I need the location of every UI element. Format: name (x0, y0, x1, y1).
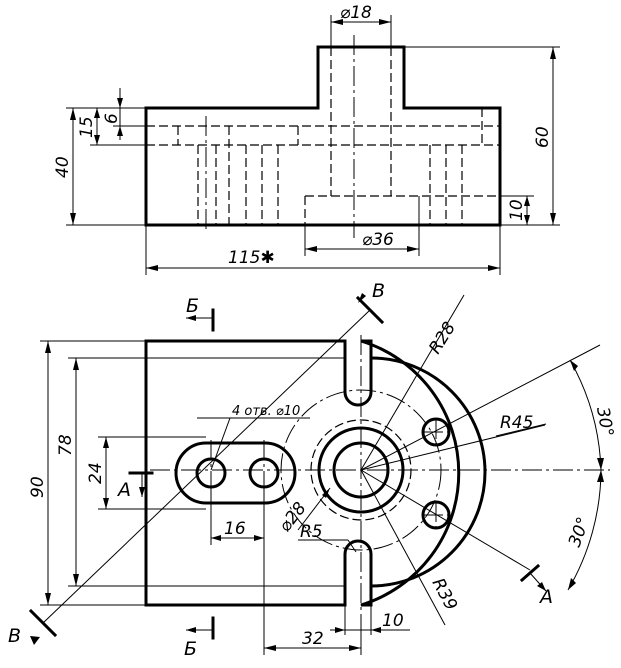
front-view: ⌀18 60 40 15 6 (53, 3, 560, 275)
dim-h6: 6 (102, 113, 122, 124)
dim-r45: R45 (500, 413, 533, 433)
dim-v78: 78 (56, 434, 76, 456)
top-view-radial-lines (360, 294, 601, 626)
section-v: В В (8, 280, 385, 647)
dim-holes: 4 отв. ⌀10 (232, 404, 300, 419)
dim-d18: ⌀18 (340, 3, 372, 23)
top-view-center-lines (150, 335, 610, 615)
dim-h10: 10 (507, 199, 527, 221)
top-view-outline (144, 339, 461, 607)
dim-w10: 10 (382, 611, 404, 631)
dim-v24: 24 (86, 462, 106, 484)
dim-ang2: 30° (565, 515, 594, 550)
dim-r5: R5 (300, 522, 323, 542)
label-a-left: А (116, 479, 131, 501)
label-v-top: В (372, 280, 385, 302)
label-a-right: А (538, 586, 553, 608)
label-v-bottom: В (8, 625, 21, 647)
front-view-hidden-lines (146, 47, 500, 225)
dim-v90: 90 (28, 476, 48, 498)
dim-h40: 40 (53, 156, 73, 178)
section-b: Б Б (184, 295, 215, 660)
front-view-dimensions: ⌀18 60 40 15 6 (53, 3, 560, 275)
dim-w32: 32 (302, 629, 324, 649)
front-view-center-lines (205, 35, 355, 238)
top-view-inner-arc (369, 356, 487, 588)
top-view-dimensions: 90 78 24 4 отв. ⌀10 16 (28, 319, 617, 655)
dim-w115: 115✱ (228, 248, 275, 268)
elongated-slot (174, 441, 297, 505)
dim-h60: 60 (533, 126, 553, 148)
label-b-top: Б (186, 295, 199, 317)
dim-ang1: 30° (592, 405, 617, 438)
dim-r39: R39 (428, 575, 461, 614)
dim-w16: 16 (224, 519, 246, 539)
section-a: А А (116, 471, 553, 608)
dim-d36: ⌀36 (362, 230, 394, 250)
dim-h15: 15 (77, 116, 97, 138)
top-view: Б Б В В А А (8, 280, 617, 660)
front-view-outline (144, 45, 502, 227)
label-b-bottom: Б (184, 638, 197, 660)
